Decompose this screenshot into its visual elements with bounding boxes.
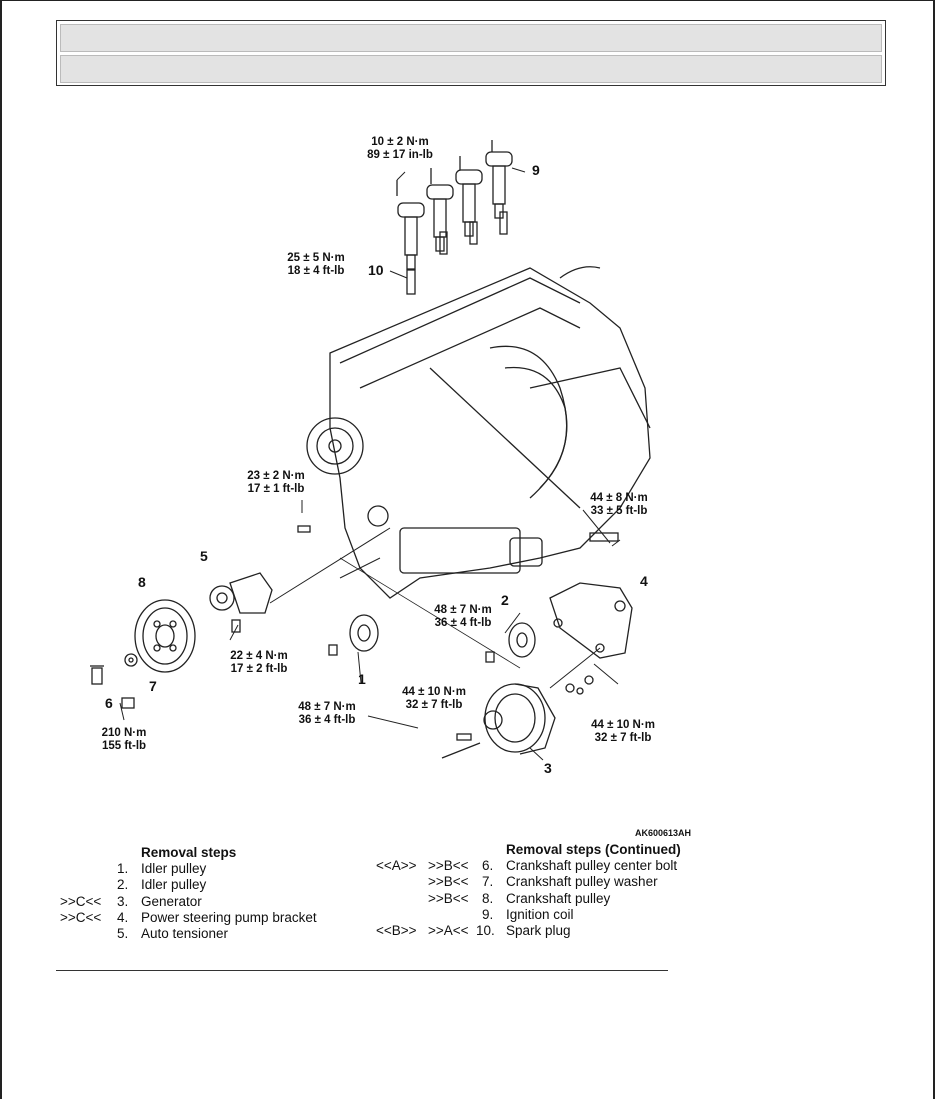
- callout-7: 7: [149, 678, 157, 694]
- step-row: <<B>> >>A<< 10. Spark plug: [376, 923, 706, 939]
- ps-bracket: [549, 532, 633, 659]
- torque-idler-2: 48 ± 7 N·m 36 ± 4 ft-lb: [430, 604, 496, 630]
- torque-idler-1: 48 ± 7 N·m 36 ± 4 ft-lb: [294, 701, 360, 727]
- section-divider: [56, 970, 668, 971]
- header-subtitle-bar: [60, 55, 882, 83]
- step-row: 9. Ignition coil: [376, 907, 706, 923]
- step-row: >>B<< 8. Crankshaft pulley: [376, 891, 706, 907]
- torque-value-lb: 155 ft-lb: [101, 740, 147, 752]
- torque-value-lb: 36 ± 4 ft-lb: [434, 617, 492, 629]
- callout-8: 8: [138, 574, 146, 590]
- torque-value-nm: 210 N·m: [101, 727, 147, 739]
- removal-steps-right: Removal steps (Continued) <<A>> >>B<< 6.…: [376, 842, 706, 939]
- steps-header-continued: Removal steps (Continued): [506, 842, 681, 857]
- step-prefix-2: >>B<<: [428, 858, 469, 874]
- step-number: 1.: [117, 861, 129, 877]
- step-label: Idler pulley: [141, 861, 207, 877]
- spark-plugs: [406, 211, 508, 295]
- step-number: 2.: [117, 877, 129, 893]
- step-prefix: <<B>>: [376, 922, 417, 938]
- torque-value-lb: 33 ± 5 ft-lb: [590, 505, 648, 517]
- torque-value-nm: 48 ± 7 N·m: [434, 604, 492, 616]
- auto-tensioner: [209, 525, 311, 633]
- torque-value-lb: 17 ± 1 ft-lb: [247, 483, 305, 495]
- torque-value-lb: 17 ± 2 ft-lb: [230, 663, 288, 675]
- step-number: 8.: [482, 890, 494, 906]
- step-label: Crankshaft pulley center bolt: [506, 858, 678, 874]
- torque-coil: 10 ± 2 N·m 89 ± 17 in-lb: [350, 136, 450, 162]
- steps-header: Removal steps: [141, 845, 237, 860]
- header-box: [56, 20, 886, 86]
- engine-diagram: 10 ± 2 N·m 89 ± 17 in-lb 25 ± 5 N·m 18 ±…: [60, 128, 700, 838]
- callout-5: 5: [200, 548, 208, 564]
- torque-tensioner-lower: 22 ± 4 N·m 17 ± 2 ft-lb: [224, 650, 294, 676]
- step-row: >>B<< 7. Crankshaft pulley washer: [376, 874, 706, 890]
- engine-block: [306, 266, 651, 599]
- step-prefix-2: >>A<<: [428, 922, 469, 938]
- step-row: 1. Idler pulley: [60, 861, 360, 877]
- callout-9: 9: [532, 162, 540, 178]
- step-row: 5. Auto tensioner: [60, 926, 360, 942]
- torque-value-lb: 32 ± 7 ft-lb: [405, 699, 463, 711]
- torque-bracket-upper: 44 ± 8 N·m 33 ± 5 ft-lb: [583, 492, 655, 518]
- step-prefix: >>C<<: [60, 893, 102, 909]
- figure-id: AK600613AH: [635, 828, 692, 838]
- step-prefix-2: >>B<<: [428, 890, 469, 906]
- idler-pulleys: [328, 614, 536, 663]
- step-label: Crankshaft pulley washer: [506, 874, 658, 890]
- step-label: Ignition coil: [506, 906, 574, 922]
- torque-value-nm: 48 ± 7 N·m: [298, 701, 356, 713]
- ignition-coils: [396, 140, 513, 270]
- callout-1: 1: [358, 671, 366, 687]
- step-prefix: >>C<<: [60, 909, 102, 925]
- leader-lines: [119, 167, 621, 761]
- torque-value-nm: 10 ± 2 N·m: [371, 136, 429, 148]
- step-row: <<A>> >>B<< 6. Crankshaft pulley center …: [376, 858, 706, 874]
- torque-value-lb: 18 ± 4 ft-lb: [287, 265, 345, 277]
- callout-6: 6: [105, 695, 113, 711]
- torque-value-nm: 22 ± 4 N·m: [230, 650, 288, 662]
- generator: [441, 675, 594, 759]
- torque-value-nm: 44 ± 8 N·m: [590, 492, 648, 504]
- step-label: Spark plug: [506, 922, 571, 938]
- torque-value-lb: 89 ± 17 in-lb: [367, 149, 433, 161]
- torque-value-lb: 36 ± 4 ft-lb: [298, 714, 356, 726]
- step-row: >>C<< 4. Power steering pump bracket: [60, 910, 360, 926]
- step-number: 9.: [482, 906, 494, 922]
- removal-steps-left: Removal steps 1. Idler pulley 2. Idler p…: [60, 845, 360, 942]
- step-label: Auto tensioner: [141, 925, 229, 941]
- torque-generator-left: 44 ± 10 N·m 32 ± 7 ft-lb: [398, 686, 470, 712]
- callout-3: 3: [544, 760, 552, 776]
- torque-tensioner-upper: 23 ± 2 N·m 17 ± 1 ft-lb: [242, 470, 310, 496]
- step-row: 2. Idler pulley: [60, 877, 360, 893]
- step-number: 4.: [117, 909, 129, 925]
- step-label: Power steering pump bracket: [141, 909, 317, 925]
- step-number: 7.: [482, 874, 494, 890]
- callout-2: 2: [501, 592, 509, 608]
- step-number: 3.: [117, 893, 129, 909]
- torque-pulley-bolt: 210 N·m 155 ft-lb: [96, 727, 152, 753]
- step-prefix: <<A>>: [376, 858, 417, 874]
- step-label: Generator: [141, 893, 202, 909]
- torque-value-nm: 44 ± 10 N·m: [402, 686, 466, 698]
- step-prefix-2: >>B<<: [428, 874, 469, 890]
- torque-value-nm: 23 ± 2 N·m: [247, 470, 305, 482]
- header-title-bar: [60, 24, 882, 52]
- callout-10: 10: [368, 262, 384, 278]
- torque-value-nm: 44 ± 10 N·m: [591, 719, 655, 731]
- step-number: 5.: [117, 925, 129, 941]
- crankshaft-pulley: [90, 599, 196, 709]
- step-row: >>C<< 3. Generator: [60, 894, 360, 910]
- step-number: 10.: [476, 922, 495, 938]
- engine-drawing: [90, 140, 651, 761]
- torque-generator-right: 44 ± 10 N·m 32 ± 7 ft-lb: [587, 719, 659, 745]
- torque-value-lb: 32 ± 7 ft-lb: [594, 732, 652, 744]
- step-label: Idler pulley: [141, 877, 207, 893]
- torque-spark: 25 ± 5 N·m 18 ± 4 ft-lb: [282, 252, 350, 278]
- step-label: Crankshaft pulley: [506, 890, 611, 906]
- callout-4: 4: [640, 573, 648, 589]
- torque-value-nm: 25 ± 5 N·m: [287, 252, 345, 264]
- step-number: 6.: [482, 858, 494, 874]
